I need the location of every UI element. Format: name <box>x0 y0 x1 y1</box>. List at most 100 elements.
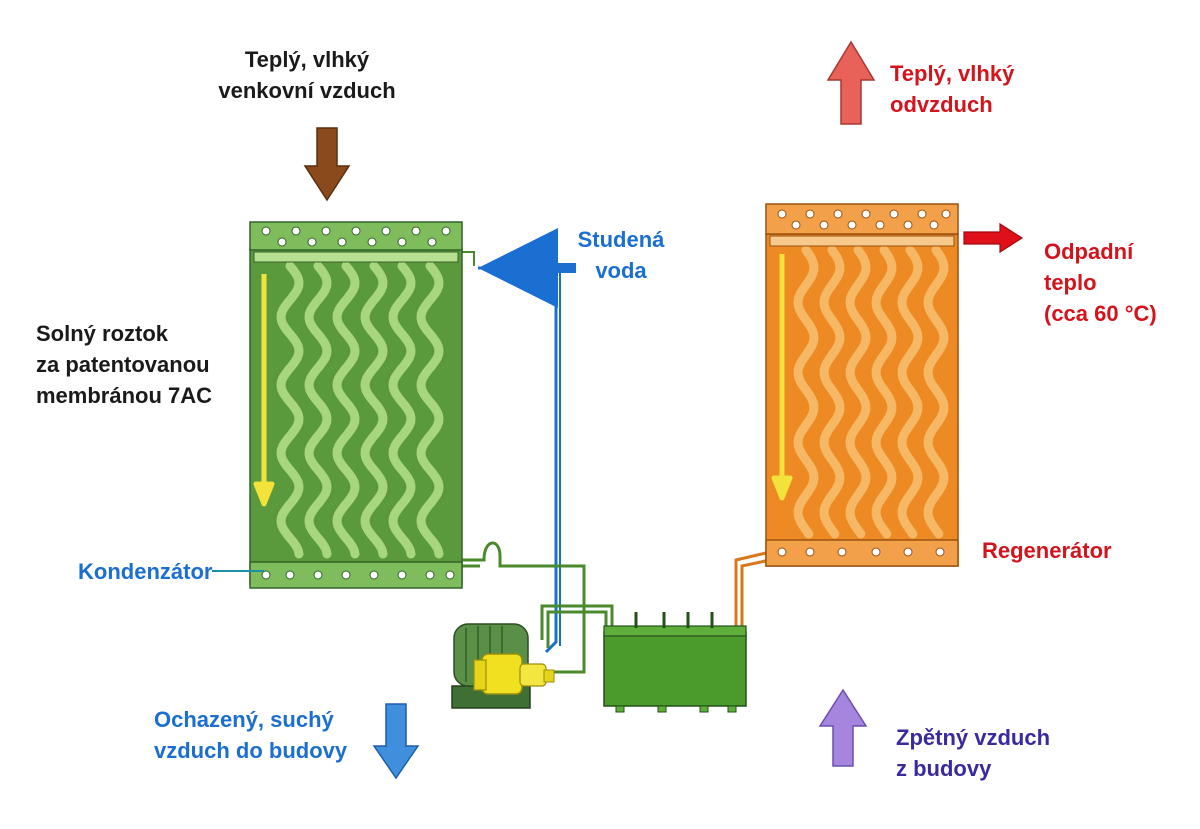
waste-heat-label-line-2: teplo <box>1044 270 1097 295</box>
top-pipe-conditioner <box>462 251 475 266</box>
channel-wave <box>897 245 923 539</box>
tank-supply-pipe <box>540 604 614 648</box>
header-hole <box>875 220 885 230</box>
conditioner-flow-arrow-icon <box>253 274 275 507</box>
header-hole <box>777 547 787 557</box>
condenser-return-pipe <box>462 541 586 674</box>
outdoor-air-label: Teplý, vlhký venkovní vzduch <box>212 44 402 106</box>
header-hole <box>445 570 455 580</box>
header-hole <box>291 226 301 236</box>
outdoor-air-label-line-2: venkovní vzduch <box>218 78 396 103</box>
channel-wave <box>276 261 304 559</box>
waste-heat-label-line-3: (cca 60 °C) <box>1044 301 1157 326</box>
supply-air-label-line-1: Ochazený, suchý <box>154 707 334 732</box>
regenerator-header-holes <box>777 209 951 557</box>
channel-wave <box>416 261 444 559</box>
header-hole <box>861 209 871 219</box>
header-hole <box>313 570 323 580</box>
regenerator-bottom-header <box>765 539 959 567</box>
conditioner-header-holes <box>261 226 455 580</box>
supply-air-label: Ochazený, suchý vzduch do budovy <box>154 704 347 766</box>
return-air-arrow-icon <box>818 688 868 767</box>
header-hole <box>427 237 437 247</box>
header-hole <box>411 226 421 236</box>
header-hole <box>285 570 295 580</box>
header-hole <box>425 570 435 580</box>
salt-solution-label-line-1: Solný roztok <box>36 321 169 346</box>
header-hole <box>871 547 881 557</box>
return-air-label-line-2: z budovy <box>896 756 992 781</box>
header-hole <box>819 220 829 230</box>
exhaust-air-label-line-2: odvzduch <box>890 92 993 117</box>
header-hole <box>941 209 951 219</box>
header-hole <box>341 570 351 580</box>
header-hole <box>369 570 379 580</box>
waste-heat-arrow-icon <box>963 222 1024 254</box>
channel-wave <box>819 245 845 539</box>
channel-wave <box>332 261 360 559</box>
cold-water-label-line-2: voda <box>595 258 647 283</box>
salt-solution-label: Solný roztok za patentovanou membránou 7… <box>36 318 212 411</box>
regenerator-flow-arrow-icon <box>771 254 793 501</box>
channel-wave <box>360 261 388 559</box>
conditioner-channels <box>276 261 444 559</box>
outdoor-air-arrow-icon <box>303 127 351 202</box>
supply-air-arrow-icon <box>372 703 420 780</box>
header-hole <box>837 547 847 557</box>
header-hole <box>791 220 801 230</box>
header-hole <box>903 547 913 557</box>
supply-air-label-line-2: vzduch do budovy <box>154 738 348 763</box>
waste-heat-label: Odpadní teplo (cca 60 °C) <box>1044 236 1157 329</box>
header-hole <box>261 570 271 580</box>
header-hole <box>441 226 451 236</box>
return-air-label-line-1: Zpětný vzduch <box>896 725 1051 750</box>
regenerator-channels <box>793 245 949 539</box>
header-hole <box>929 220 939 230</box>
condenser-label: Kondenzátor <box>78 559 213 584</box>
header-hole <box>321 226 331 236</box>
channel-wave <box>304 261 332 559</box>
outdoor-air-label-line-1: Teplý, vlhký <box>244 47 370 72</box>
exhaust-air-label: Teplý, vlhký odvzduch <box>890 58 1014 120</box>
header-hole <box>777 209 787 219</box>
salt-solution-label-line-3: membránou 7AC <box>36 383 213 408</box>
exhaust-air-arrow-icon <box>826 40 876 125</box>
regenerator-unit <box>765 203 959 567</box>
solution-tank <box>603 612 747 713</box>
header-hole <box>367 237 377 247</box>
header-hole <box>833 209 843 219</box>
header-hole <box>397 237 407 247</box>
cold-water-pipe <box>478 228 576 654</box>
cold-water-label-line-1: Studená <box>577 227 665 252</box>
header-hole <box>805 547 815 557</box>
header-hole <box>337 237 347 247</box>
channel-wave <box>388 261 416 559</box>
regenerator-label: Regenerátor <box>982 538 1112 563</box>
channel-wave <box>793 245 819 539</box>
header-hole <box>351 226 361 236</box>
header-hole <box>935 547 945 557</box>
cold-water-label: Studená voda <box>566 224 676 286</box>
header-hole <box>847 220 857 230</box>
regenerator-pipe <box>734 550 771 640</box>
header-hole <box>381 226 391 236</box>
conditioner-unit <box>249 221 463 589</box>
conditioner-top-manifold <box>253 251 459 263</box>
channel-wave <box>845 245 871 539</box>
salt-solution-label-line-2: za patentovanou <box>36 352 210 377</box>
return-air-label: Zpětný vzduch z budovy <box>896 722 1050 784</box>
header-hole <box>261 226 271 236</box>
pump <box>473 653 555 695</box>
header-hole <box>889 209 899 219</box>
regenerator-top-manifold <box>769 235 955 247</box>
regenerator-top-header <box>765 203 959 235</box>
channel-wave <box>923 245 949 539</box>
waste-heat-label-line-1: Odpadní <box>1044 239 1134 264</box>
header-hole <box>917 209 927 219</box>
header-hole <box>397 570 407 580</box>
header-hole <box>277 237 287 247</box>
exhaust-air-label-line-1: Teplý, vlhký <box>890 61 1015 86</box>
channel-wave <box>871 245 897 539</box>
header-hole <box>307 237 317 247</box>
header-hole <box>805 209 815 219</box>
